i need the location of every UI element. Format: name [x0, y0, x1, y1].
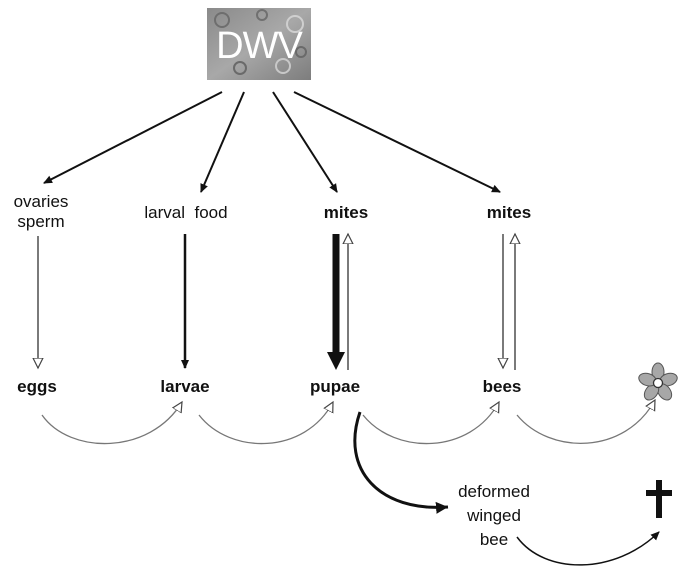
stage-larvae: larvae	[160, 377, 209, 396]
dwv-virus-image: DWV	[207, 8, 311, 80]
dwv-label: DWV	[216, 25, 303, 67]
arrow-pupae-to-bees	[362, 402, 499, 445]
label-winged: winged	[466, 506, 521, 525]
arrow-dwv-to-mites-bees	[293, 91, 501, 193]
label-bee: bee	[480, 530, 508, 549]
arrow-mites-to-pupae-head	[327, 352, 345, 370]
arrow-dwv-to-mites-pupae	[272, 91, 338, 193]
label-mites-bees: mites	[487, 203, 531, 222]
arrow-pupae-to-deformed-bee	[353, 411, 449, 514]
arrow-larvae-to-pupae	[198, 402, 333, 445]
label-mites-pupae: mites	[324, 203, 368, 222]
flower-icon	[638, 362, 678, 401]
label-sperm: sperm	[17, 212, 64, 231]
arrow-dwv-to-larval-food	[200, 91, 245, 193]
label-larval-food: larval food	[144, 203, 227, 222]
cross-icon	[646, 480, 672, 518]
arrow-deformed-bee-to-death	[516, 531, 660, 566]
label-deformed: deformed	[458, 482, 530, 501]
arrow-dwv-to-ovaries	[43, 91, 223, 184]
stage-pupae: pupae	[310, 377, 360, 396]
arrow-eggs-to-larvae	[41, 402, 182, 445]
label-ovaries: ovaries	[14, 192, 69, 211]
stage-eggs: eggs	[17, 377, 57, 396]
arrow-bees-to-flower	[516, 400, 655, 444]
stage-bees: bees	[483, 377, 522, 396]
